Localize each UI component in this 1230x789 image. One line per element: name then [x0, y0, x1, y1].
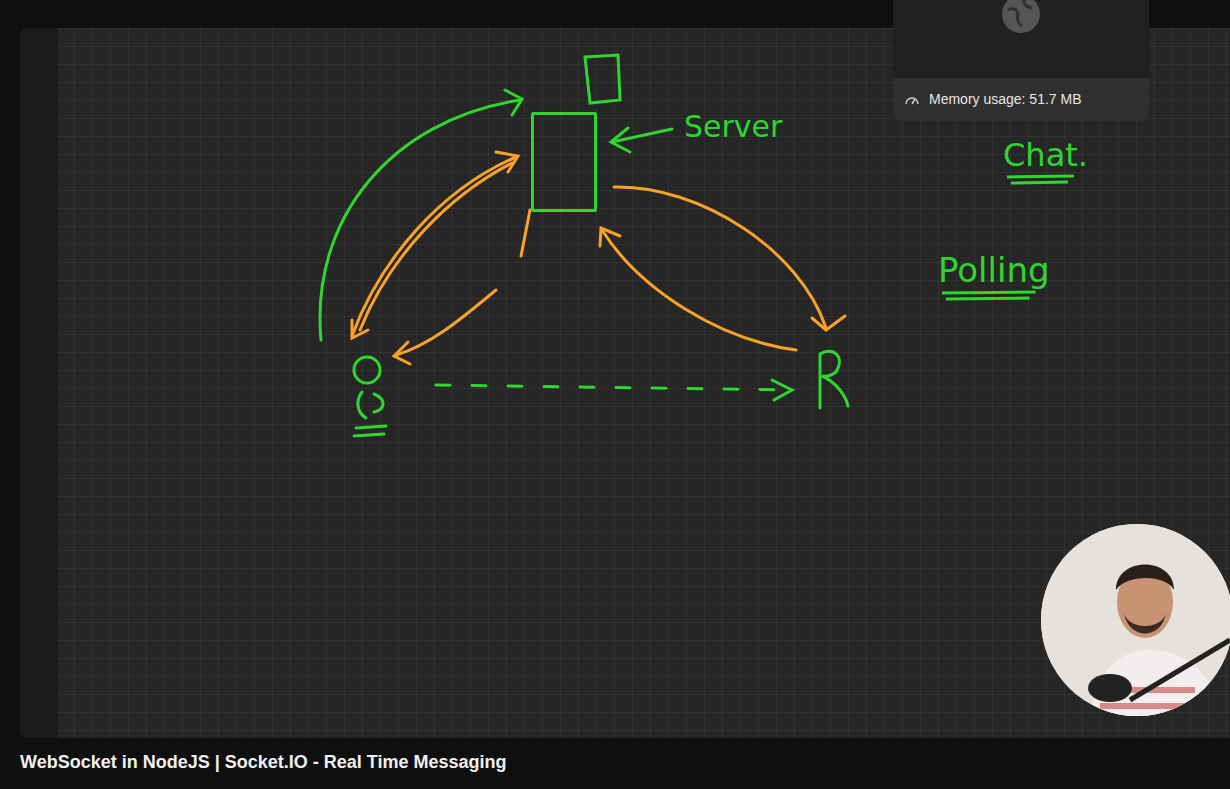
video-title: WebSocket in NodeJS | Socket.IO - Real T… — [20, 752, 507, 773]
toolbar-strip — [20, 28, 58, 738]
leader-arrow — [611, 128, 672, 152]
person-figure — [354, 357, 386, 436]
underline — [942, 292, 1036, 299]
memory-usage: Memory usage: 51.7 MB — [929, 91, 1082, 107]
dashed-arrow — [436, 380, 792, 400]
gauge-icon — [906, 98, 918, 104]
person-figure — [820, 351, 848, 408]
polling-heading: Polling — [938, 250, 1050, 290]
chat-heading: Chat. — [1003, 136, 1088, 174]
underline — [1007, 176, 1074, 183]
orange-arrows — [352, 152, 845, 364]
small-box — [585, 55, 620, 103]
node-label: Server — [684, 109, 782, 144]
webcam-bubble — [1040, 520, 1230, 720]
server-box: Server — [531, 112, 597, 212]
globe-icon — [1002, 0, 1040, 33]
green-arrow — [320, 90, 522, 340]
